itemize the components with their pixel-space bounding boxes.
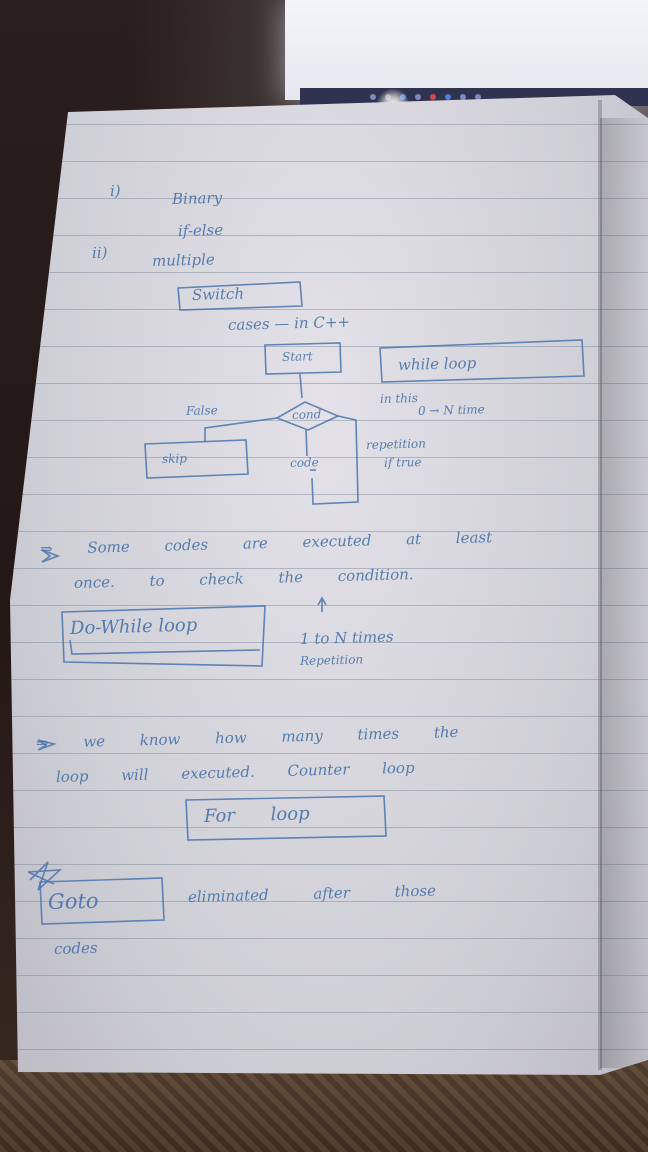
taskbar-icon (445, 94, 451, 100)
code-label: code (289, 455, 319, 470)
laptop-screen (285, 0, 648, 100)
one-to-n-label: 1 to N times (299, 627, 394, 648)
item-1-sub: if-else (177, 220, 224, 240)
item-2-title: multiple (151, 250, 216, 270)
taskbar-icon (415, 94, 421, 100)
page-fold (598, 100, 602, 1070)
taskbar-icon (370, 94, 376, 100)
false-label: False (185, 403, 218, 418)
do-while-label: Do-While loop (69, 614, 198, 639)
taskbar-icon (430, 94, 436, 100)
repetition-label: repetition (365, 436, 427, 452)
item-1-marker: i) (109, 181, 121, 200)
page-shadow (600, 118, 648, 1068)
item-2-marker: ii) (91, 243, 108, 262)
item-1-title: Binary (171, 188, 223, 208)
cond-label: cond (291, 407, 322, 422)
start-label: Start (281, 349, 313, 364)
zero-to-n-label: 0 → N time (417, 402, 485, 418)
taskbar-icon (460, 94, 466, 100)
goto-label: Goto (47, 888, 99, 914)
line-codes: codes (53, 938, 98, 958)
fabric-tablecloth (0, 1060, 648, 1152)
for-loop-label: For loop (203, 803, 310, 827)
if-true-label: if true (383, 455, 422, 470)
taskbar-icon (475, 94, 481, 100)
repetition-label-2: Repetition (299, 652, 364, 668)
switch-label: Switch (191, 284, 245, 304)
while-loop-label: while loop (397, 353, 477, 374)
cases-line: cases — in C++ (227, 312, 351, 334)
in-this-label: in this (379, 391, 419, 406)
skip-label: skip (161, 451, 188, 466)
